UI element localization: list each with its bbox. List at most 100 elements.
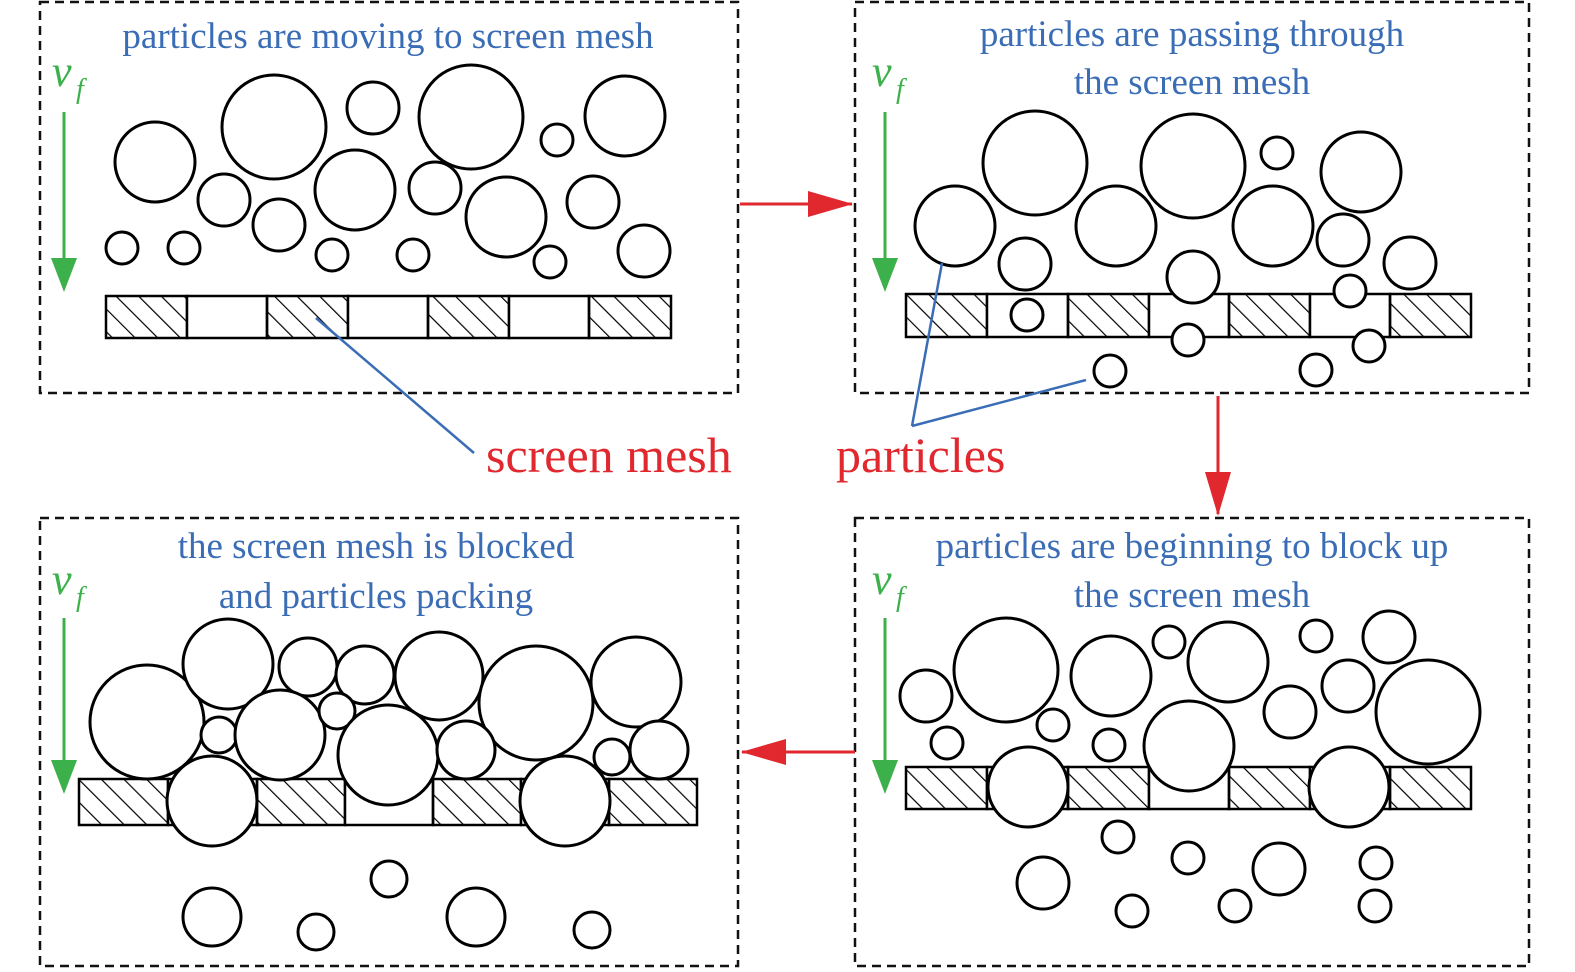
mesh-wire-segment bbox=[426, 294, 511, 340]
particle bbox=[981, 109, 1089, 217]
particle bbox=[233, 688, 327, 782]
particle bbox=[1170, 840, 1206, 876]
particle bbox=[277, 636, 339, 698]
panel-2: particles are passing through the screen… bbox=[853, 0, 1531, 395]
particle bbox=[1100, 819, 1136, 855]
velocity-arrow-head bbox=[872, 258, 898, 292]
particles-group bbox=[898, 609, 1482, 929]
particle bbox=[196, 172, 252, 228]
velocity-subscript: f bbox=[76, 582, 87, 613]
velocity-symbol: v bbox=[872, 47, 892, 96]
particle bbox=[464, 175, 548, 259]
panel-3-frame bbox=[853, 516, 1531, 968]
particle bbox=[1351, 328, 1387, 364]
mesh-wire-segment bbox=[904, 765, 989, 811]
particle bbox=[1332, 273, 1368, 309]
particle bbox=[1114, 893, 1150, 929]
panel-3-caption-line-1: particles are beginning to block up bbox=[936, 526, 1449, 567]
particle bbox=[220, 73, 328, 181]
particle bbox=[166, 230, 202, 266]
particles-label: particles bbox=[836, 427, 1005, 483]
particle bbox=[1307, 745, 1391, 829]
particle bbox=[336, 703, 440, 807]
particles-group bbox=[104, 63, 672, 280]
panel-2-caption-line-2: the screen mesh bbox=[1074, 62, 1311, 103]
panel-2-frame bbox=[853, 0, 1531, 395]
mesh-wire-segment bbox=[587, 294, 673, 340]
annotations: screen mesh particles bbox=[315, 262, 1087, 483]
mesh-aperture bbox=[185, 294, 269, 340]
particle bbox=[1358, 845, 1394, 881]
particle bbox=[628, 719, 690, 781]
velocity-symbol: v bbox=[872, 555, 892, 604]
particle bbox=[929, 725, 965, 761]
panel-4-caption-line-1: the screen mesh is blocked bbox=[178, 526, 575, 567]
mesh-wire-segment bbox=[265, 294, 350, 340]
particle bbox=[313, 148, 397, 232]
particle bbox=[345, 80, 401, 136]
particle bbox=[592, 737, 632, 777]
velocity-indicator: v f bbox=[872, 47, 907, 292]
particle bbox=[1382, 235, 1438, 291]
particle bbox=[1186, 620, 1270, 704]
particle bbox=[296, 912, 336, 952]
particle bbox=[1298, 618, 1334, 654]
mesh-wire-segment bbox=[431, 777, 523, 827]
particle bbox=[1092, 353, 1128, 389]
particle bbox=[532, 244, 568, 280]
velocity-indicator: v f bbox=[872, 555, 907, 794]
mesh-wire-segment bbox=[1227, 292, 1312, 339]
particle bbox=[314, 237, 350, 273]
particle bbox=[1319, 130, 1403, 214]
particles-leader-line-1 bbox=[910, 262, 944, 427]
velocity-subscript: f bbox=[896, 582, 907, 613]
particle bbox=[898, 668, 954, 724]
particles-group bbox=[88, 617, 690, 952]
velocity-arrow-head bbox=[872, 760, 898, 794]
particle bbox=[1374, 658, 1482, 766]
panel-2-caption-line-1: particles are passing through bbox=[980, 14, 1405, 55]
particle bbox=[1259, 135, 1295, 171]
mesh-wire-segment bbox=[1066, 292, 1151, 339]
particles-leader-line-2 bbox=[911, 378, 1087, 428]
particle bbox=[435, 719, 497, 781]
velocity-arrow-head bbox=[51, 258, 77, 292]
panel-3-caption-line-2: the screen mesh bbox=[1074, 575, 1311, 616]
particle bbox=[1315, 212, 1371, 268]
particle bbox=[1139, 112, 1247, 220]
particle bbox=[1298, 352, 1334, 388]
screen-mesh-leader-line bbox=[315, 317, 475, 454]
velocity-symbol: v bbox=[52, 555, 72, 604]
velocity-arrow-head bbox=[51, 760, 77, 794]
panel-4: the screen mesh is blocked and particles… bbox=[38, 516, 740, 968]
panel-1-frame bbox=[38, 0, 740, 395]
particle bbox=[539, 122, 575, 158]
velocity-subscript: f bbox=[76, 74, 87, 105]
particle bbox=[417, 63, 525, 171]
particle bbox=[1251, 841, 1307, 897]
particle bbox=[1231, 184, 1315, 268]
particle bbox=[477, 644, 595, 762]
particle bbox=[407, 160, 463, 216]
particle bbox=[1217, 888, 1253, 924]
mesh-wire-segment bbox=[1388, 765, 1473, 811]
velocity-subscript: f bbox=[896, 74, 907, 105]
velocity-indicator: v f bbox=[51, 47, 87, 292]
particle bbox=[181, 886, 243, 948]
particle bbox=[251, 197, 307, 253]
mesh-wire-segment bbox=[1066, 765, 1151, 811]
particle bbox=[369, 859, 409, 899]
mesh-aperture bbox=[507, 294, 591, 340]
particle bbox=[952, 616, 1060, 724]
particle bbox=[1009, 297, 1045, 333]
particle bbox=[1035, 707, 1071, 743]
particle bbox=[393, 630, 485, 722]
panel-4-frame bbox=[38, 516, 740, 968]
particle bbox=[165, 754, 259, 848]
particle bbox=[395, 237, 431, 273]
particle bbox=[1069, 634, 1153, 718]
mesh-wire-segment bbox=[77, 777, 170, 827]
mesh-wire-segment bbox=[904, 292, 989, 339]
particle bbox=[199, 715, 239, 755]
